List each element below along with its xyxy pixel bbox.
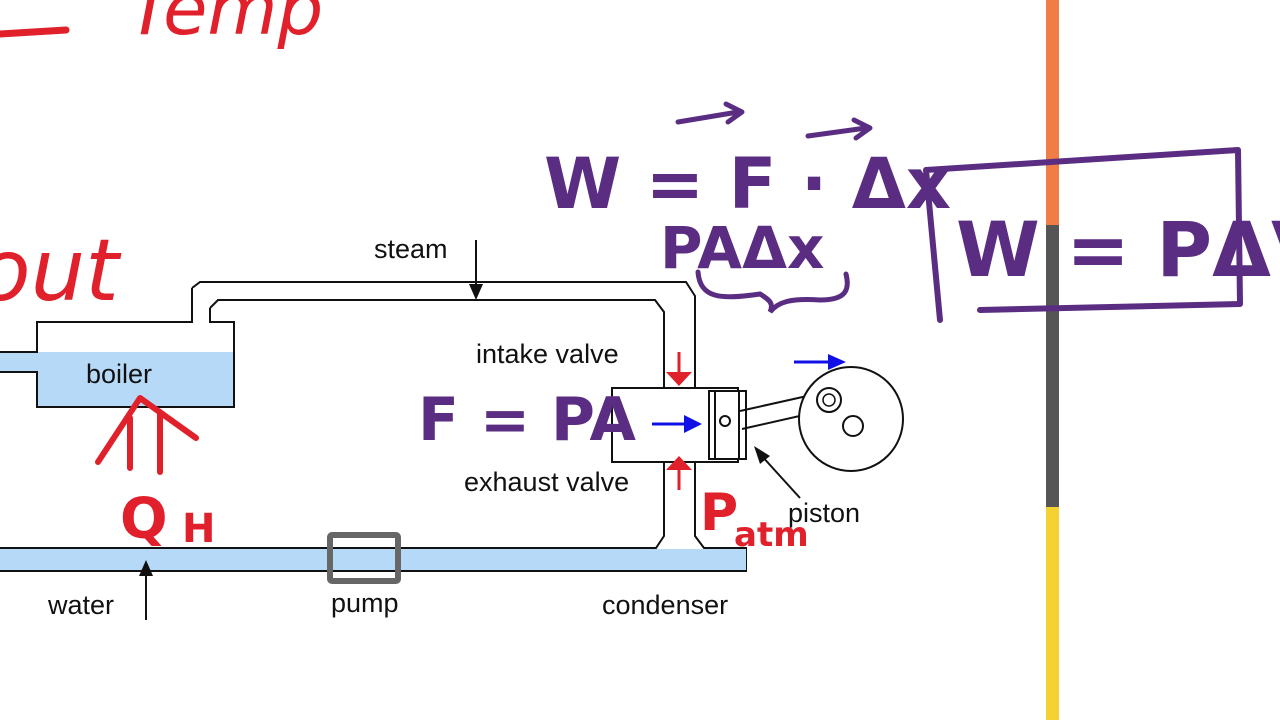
motion-arrow [794, 354, 846, 370]
annotation-pa-dx: PAΔx [660, 214, 824, 282]
label-exhaust-valve: exhaust valve [464, 467, 629, 497]
annotation-qh: Q [120, 487, 168, 552]
intake-valve [666, 352, 692, 386]
bar-segment-gray [1046, 225, 1059, 507]
annotation-w-eq-pdv: W = PΔV [956, 205, 1280, 294]
red-dash-mark [0, 26, 70, 38]
boiler [0, 288, 235, 408]
pump [327, 532, 401, 584]
piston-pin [719, 415, 731, 427]
exhaust-valve-arrow [666, 456, 692, 470]
exhaust-valve [666, 456, 692, 490]
return-water-fill [0, 549, 612, 570]
color-scale-bar [1046, 0, 1059, 720]
boiler-water-fill [37, 352, 234, 407]
label-water: water [47, 590, 114, 620]
steam-pipe [191, 281, 696, 388]
vector-arrow-x [805, 117, 873, 141]
flywheel-axle [842, 415, 864, 437]
intake-valve-arrow [666, 372, 692, 386]
label-condenser: condenser [602, 590, 728, 620]
work-result-box [923, 147, 1243, 323]
crank-assembly [739, 366, 904, 472]
condenser-water-fill [612, 549, 746, 570]
label-pump: pump [331, 588, 399, 618]
heat-input-arrow [95, 395, 199, 475]
water-pointer-arrow [139, 560, 153, 620]
bar-segment-orange [1046, 0, 1059, 225]
annotation-qh-subscript: H [182, 506, 215, 552]
steam-engine-diagram: steam boiler intake valve exhaust valve … [0, 234, 904, 620]
annotation-work-vector: W = F · Δx [544, 143, 951, 225]
boiler-outline [0, 288, 235, 408]
boiler-inlet-fill [0, 352, 37, 372]
engine-cylinder [611, 387, 747, 463]
annotations: Temp out Q H P atm F = PA W = F · Δx PAΔ… [0, 0, 1280, 555]
annotation-temp: Temp [128, 0, 323, 51]
label-boiler: boiler [86, 359, 152, 389]
vector-arrow-f [675, 101, 745, 125]
steam-flow-arrow [652, 415, 702, 433]
underbrace [695, 269, 850, 314]
bar-segment-yellow [1046, 507, 1059, 720]
steam-pointer-arrow [469, 240, 483, 300]
annotation-f-eq-pa: F = PA [418, 385, 637, 455]
annotation-out: out [0, 221, 122, 321]
crank-pin-inner [822, 393, 836, 407]
piston-pointer-arrow [754, 446, 801, 499]
annotation-atm: atm [734, 515, 809, 555]
label-piston: piston [788, 498, 860, 528]
annotation-p: P [700, 483, 738, 543]
label-steam: steam [374, 234, 448, 264]
label-intake-valve: intake valve [476, 339, 619, 369]
